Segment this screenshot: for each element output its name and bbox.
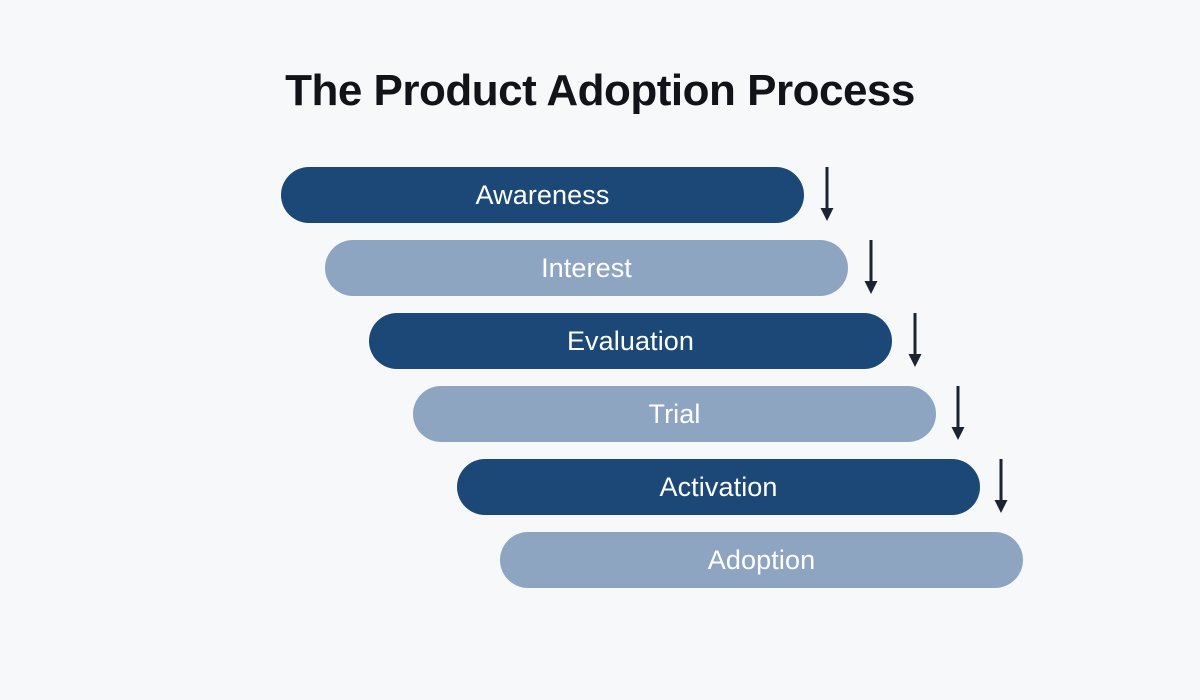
page-title: The Product Adoption Process [285,66,915,115]
funnel-stage-row: Activation [0,459,1200,515]
funnel-stage-label: Trial [648,398,701,429]
funnel-stage-row: Interest [0,240,1200,296]
funnel-stage-row: Awareness [0,167,1200,223]
funnel-stage-adoption[interactable]: Adoption [500,532,1023,588]
funnel-stage-row: Evaluation [0,313,1200,369]
down-arrow-icon [864,240,878,294]
funnel-stage-row: Adoption [0,532,1200,588]
down-arrow-icon [908,313,922,367]
down-arrow-icon [994,459,1008,513]
funnel-stage-activation[interactable]: Activation [457,459,980,515]
down-arrow-icon [951,386,965,440]
funnel-stage-label: Evaluation [566,325,695,356]
funnel-stage-label: Activation [659,471,778,502]
funnel-stage-label: Interest [541,252,632,283]
funnel-stage-trial[interactable]: Trial [413,386,936,442]
funnel-stage-row: Trial [0,386,1200,442]
funnel-stage-label: Awareness [475,179,610,210]
funnel-stage-awareness[interactable]: Awareness [281,167,804,223]
funnel-stage-label: Adoption [707,544,816,575]
funnel-stage-evaluation[interactable]: Evaluation [369,313,892,369]
funnel-stage-interest[interactable]: Interest [325,240,848,296]
down-arrow-icon [820,167,834,221]
